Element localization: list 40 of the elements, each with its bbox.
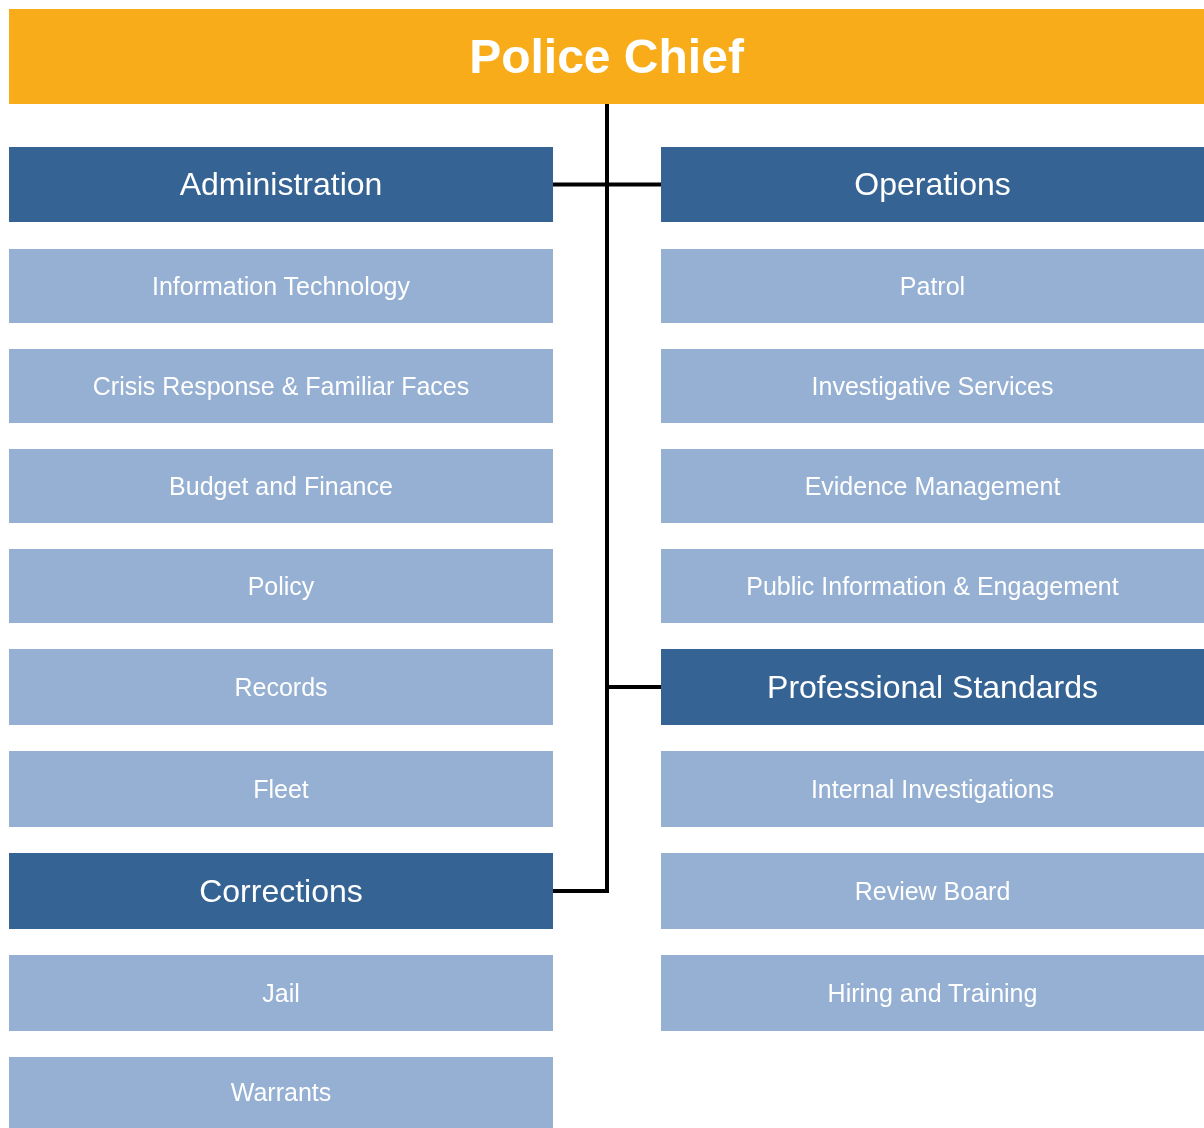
box-label: Budget and Finance [169,471,393,501]
box-label: Administration [179,166,383,203]
box-label: Warrants [230,1078,332,1107]
unit-box [661,249,1204,323]
unit-box [661,349,1204,423]
box-label: Jail [262,978,300,1008]
box-label: Hiring and Training [827,978,1038,1008]
box-label: Crisis Response & Familiar Faces [92,371,470,401]
unit-box [661,549,1204,623]
unit-box [9,649,553,725]
department-box [9,147,553,222]
box-label: Internal Investigations [810,774,1055,804]
unit-box [661,853,1204,929]
unit-box [9,549,553,623]
box-label: Records [234,672,328,702]
unit-box [9,1057,553,1128]
box-label: Corrections [199,872,363,910]
unit-box [661,955,1204,1031]
box-label: Information Technology [151,271,410,301]
box-label: Fleet [253,774,309,804]
box-label: Public Information & Engagement [746,571,1119,601]
department-box [661,147,1204,222]
unit-box [9,249,553,323]
box-label: Policy [247,571,315,601]
department-box [661,649,1204,725]
box-label: Operations [854,166,1011,203]
unit-box [9,751,553,827]
unit-box [9,449,553,523]
title-box [9,9,1204,104]
unit-box [9,349,553,423]
box-label: Evidence Management [804,471,1061,501]
box-label: Professional Standards [767,668,1098,706]
unit-box [661,751,1204,827]
unit-box [9,955,553,1031]
box-label: Patrol [899,271,966,301]
title-text: Police Chief [469,29,744,84]
box-label: Review Board [854,876,1011,906]
unit-box [661,449,1204,523]
box-label: Investigative Services [811,371,1054,401]
department-box [9,853,553,929]
